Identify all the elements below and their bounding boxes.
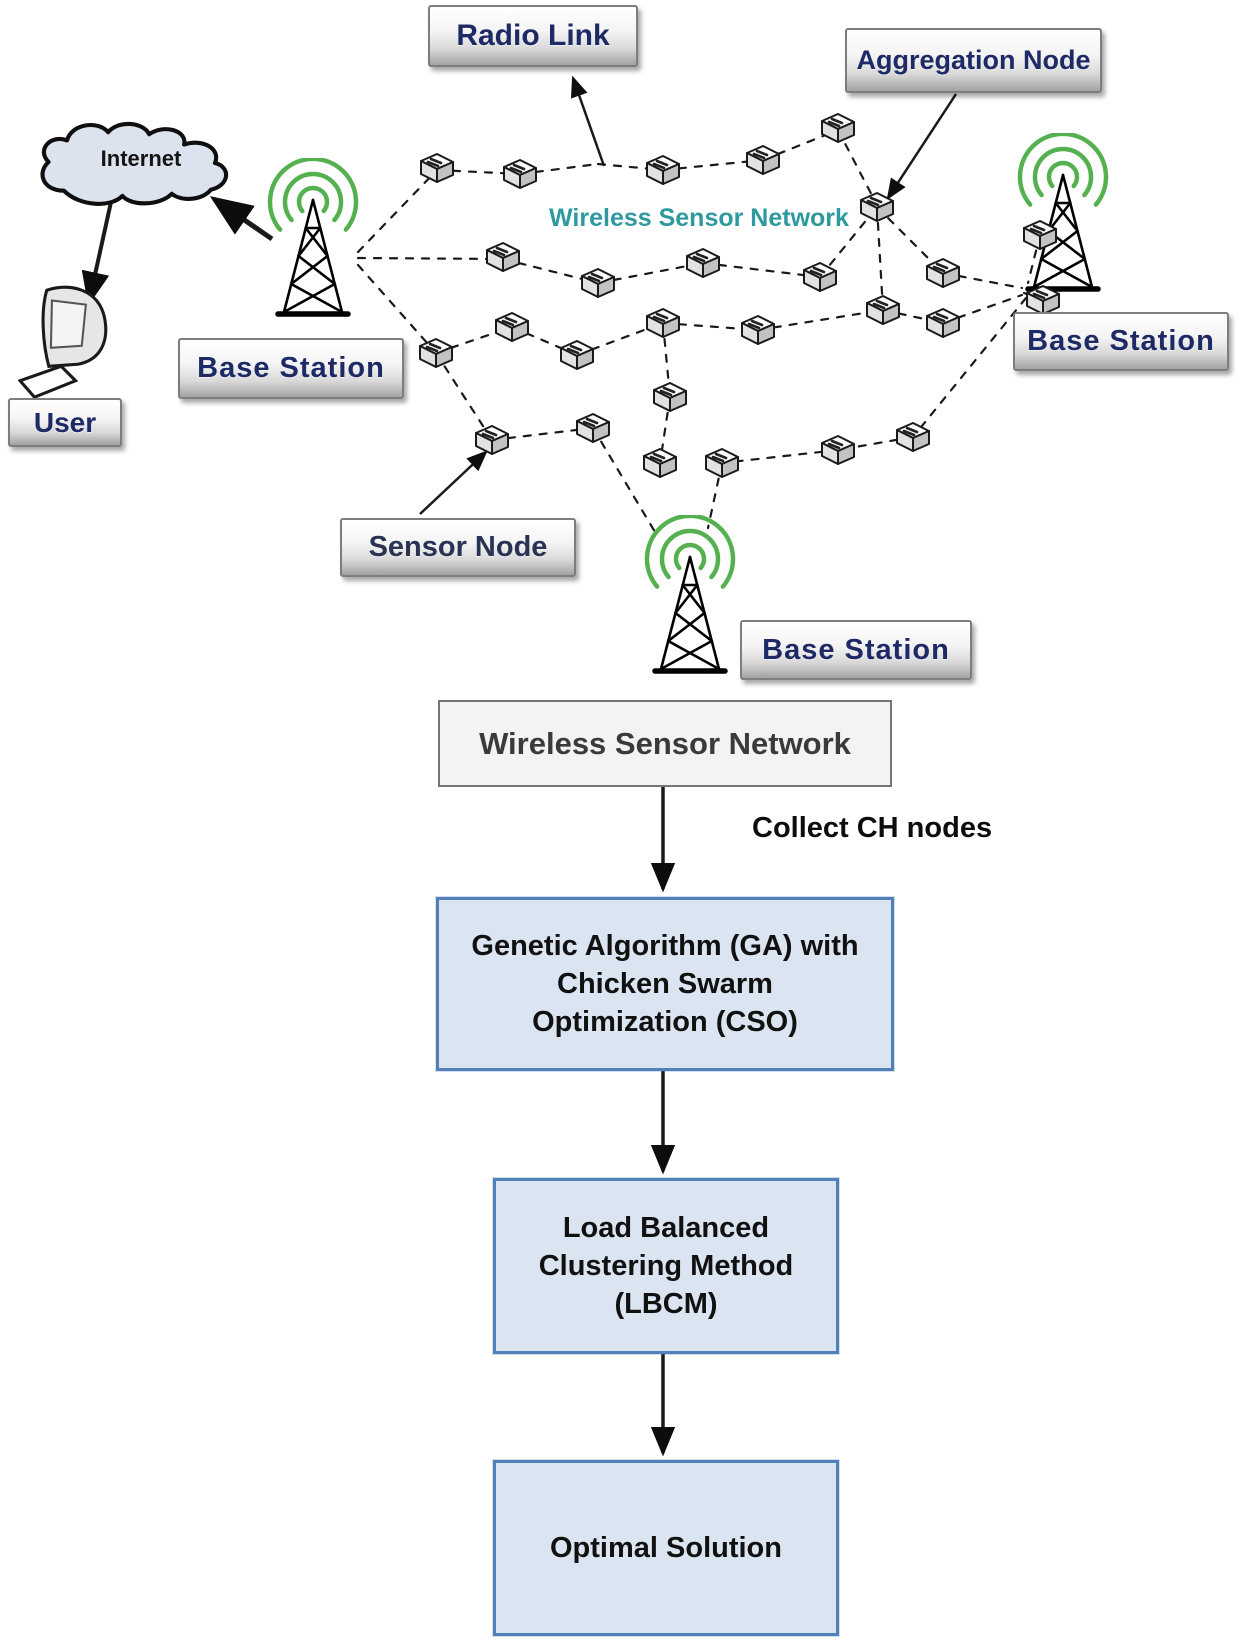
sensor-node-icon: [416, 336, 456, 370]
sensor-node-icon: [800, 260, 840, 294]
base-station-tower-left: [258, 158, 368, 328]
radio-link-dashed-line: [875, 205, 885, 312]
sensor-node-icon: [923, 256, 963, 290]
sensor-node-icon: [643, 306, 683, 340]
sensor-node-icon: [893, 420, 933, 454]
sensor-node-icon: [472, 423, 512, 457]
radio-link-dashed-line: [875, 205, 945, 275]
network-caption: Wireless Sensor Network: [549, 204, 849, 232]
cloud-icon: [40, 121, 229, 206]
radio-link-dashed-line: [434, 351, 494, 442]
radio-link-dashed-line: [706, 461, 724, 530]
radio-link-dashed-line: [356, 263, 438, 355]
sensor-node-icon: [417, 151, 457, 185]
arrow-line: [81, 201, 113, 306]
internet-cloud: Internet: [28, 112, 254, 214]
sensor-node-icon: [650, 380, 690, 414]
sensor-node-icon: [557, 338, 597, 372]
radio-link-dashed-line: [911, 296, 1028, 439]
base-station-bottom-label: Base Station: [740, 620, 972, 680]
arrow-line: [886, 93, 958, 201]
base-station-left-label: Base Station: [178, 338, 404, 399]
sensor-node-icon: [643, 153, 683, 187]
flow-step-ga-cso: Genetic Algorithm (GA) with Chicken Swar…: [436, 897, 894, 1071]
user-computer-icon: [17, 282, 126, 404]
sensor-node-icon: [578, 266, 618, 300]
arrow-line: [419, 450, 488, 515]
radio-link-dashed-line: [661, 321, 672, 399]
internet-label: Internet: [100, 146, 182, 171]
radio-link-label: Radio Link: [428, 5, 638, 67]
radio-link-dashed-line: [818, 205, 879, 279]
sensor-node-icon: [818, 433, 858, 467]
radio-link-dashed-line: [356, 256, 505, 261]
radio-link-dashed-line: [720, 448, 840, 465]
sensor-node-icon: [1020, 218, 1060, 252]
flow-edge-label: Collect CH nodes: [752, 812, 993, 844]
sensor-node-icon: [702, 446, 742, 480]
sensor-node-icon: [863, 293, 903, 327]
flow-step-wireless-sensor-network: Wireless Sensor Network: [438, 700, 892, 787]
radio-link-dashed-line: [941, 271, 1024, 290]
sensor-node-icon: [818, 111, 858, 145]
flow-step-lbcm: Load Balanced Clustering Method (LBCM): [493, 1178, 839, 1354]
radio-link-dashed-line: [756, 308, 885, 332]
radio-link-dashed-line: [836, 128, 879, 207]
user-label: User: [8, 398, 122, 447]
sensor-node-label: Sensor Node: [340, 518, 576, 577]
arrow-line: [209, 196, 274, 242]
sensor-node-icon: [500, 157, 540, 191]
sensor-node-icon: [683, 246, 723, 280]
radio-link-dashed-line: [356, 168, 439, 254]
sensor-node-icon: [743, 143, 783, 177]
sensor-node-icon: [483, 240, 523, 274]
sensor-node-icon: [640, 446, 680, 480]
base-station-right-label: Base Station: [1013, 312, 1229, 371]
flow-step-optimal-solution: Optimal Solution: [493, 1460, 839, 1636]
radio-link-dashed-line: [518, 162, 600, 176]
radio-link-dashed-line: [596, 261, 705, 285]
sensor-node-icon: [492, 310, 532, 344]
aggregation-node-label: Aggregation Node: [845, 28, 1102, 93]
radio-link-dashed-line: [701, 261, 822, 279]
sensor-node-icon: [573, 411, 613, 445]
sensor-node-icon: [738, 313, 778, 347]
radio-link-dashed-line: [510, 325, 579, 357]
base-station-tower-right: [1008, 133, 1118, 295]
radio-link-dashed-line: [591, 426, 657, 534]
arrow-line: [570, 75, 606, 167]
sensor-node-icon: [923, 306, 963, 340]
base-station-tower-bottom: [635, 515, 745, 675]
aggregation-node-icon: [857, 190, 897, 224]
radio-link-dashed-line: [941, 293, 1024, 325]
